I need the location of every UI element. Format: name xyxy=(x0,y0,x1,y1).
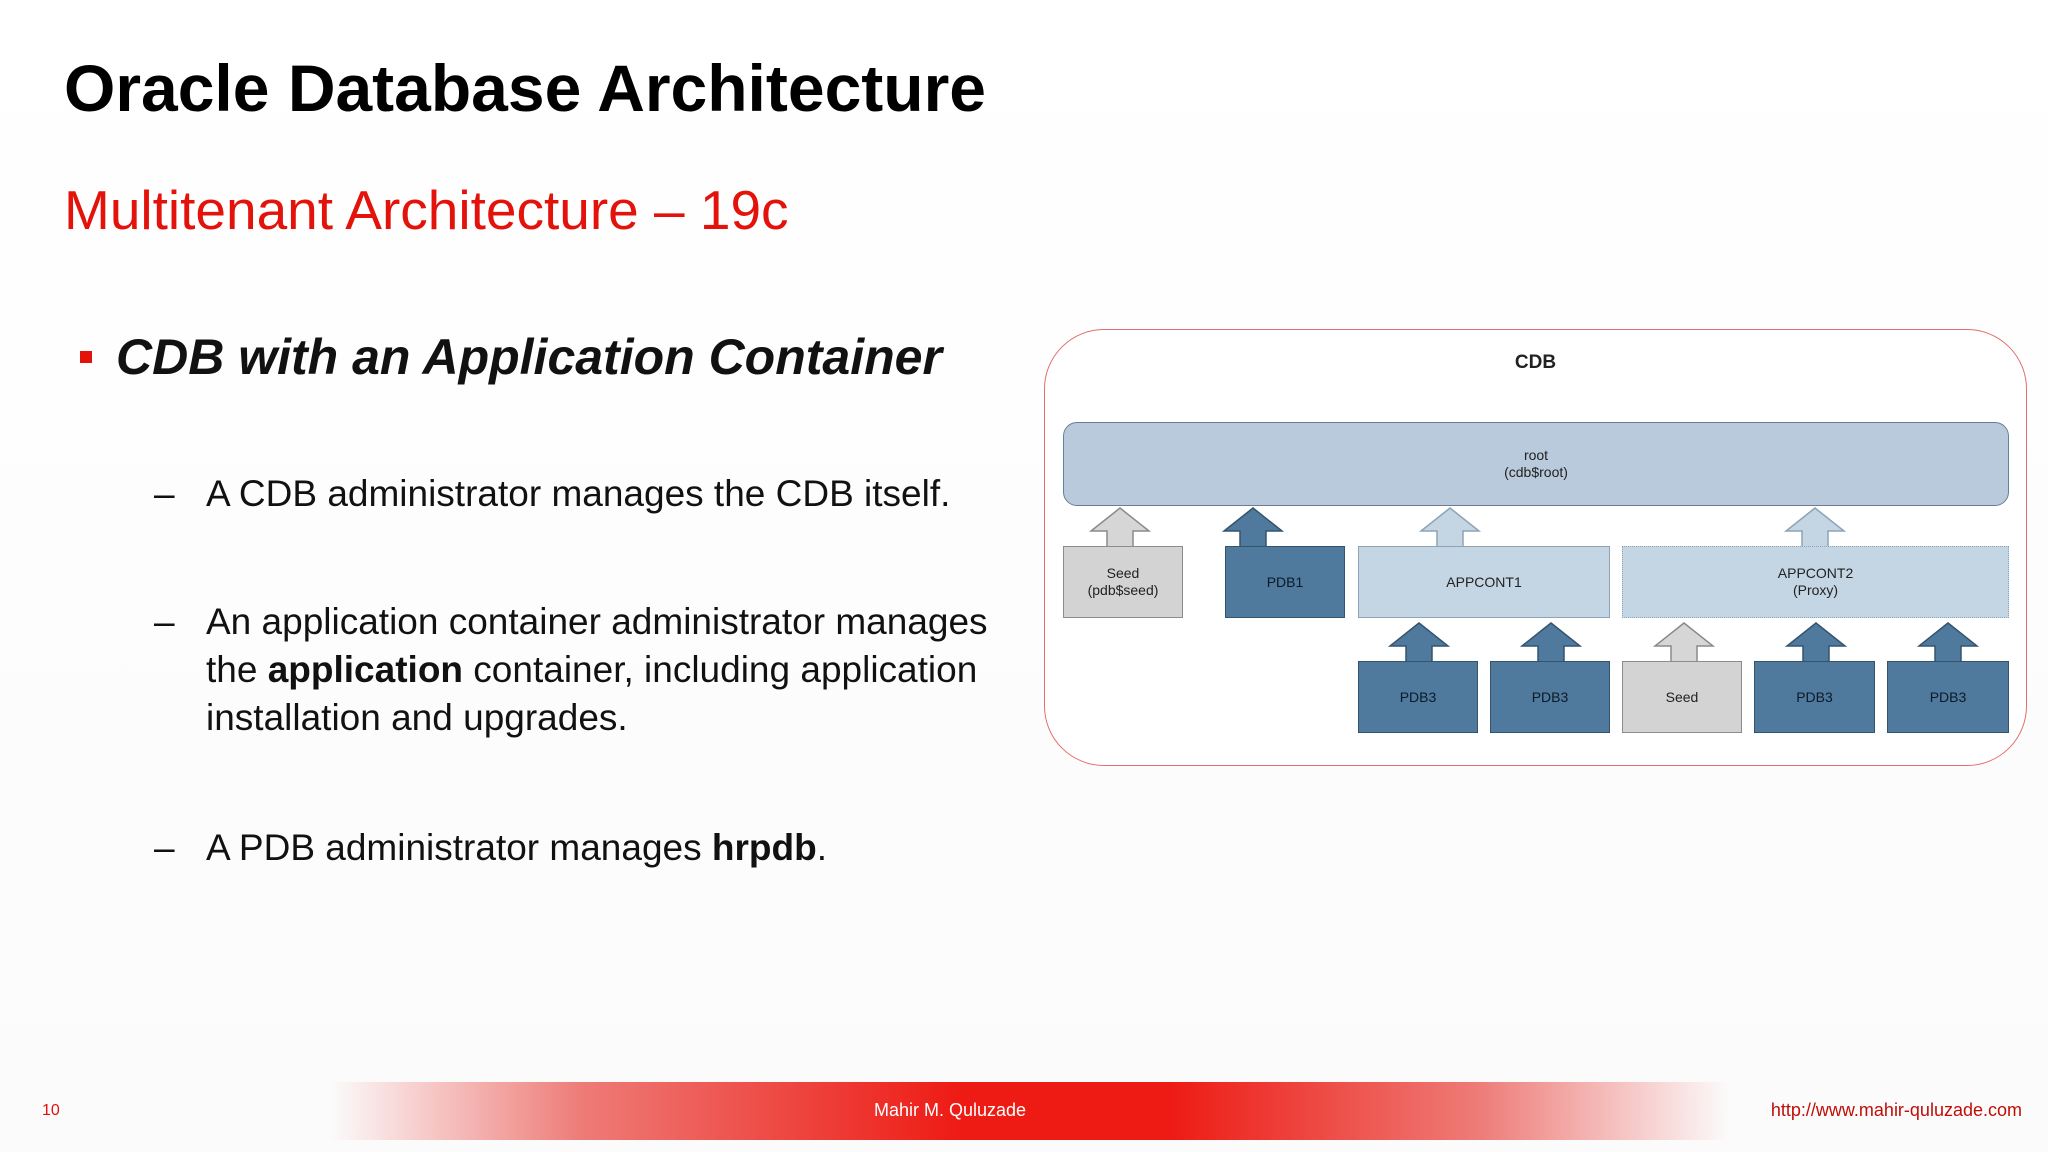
page-number: 10 xyxy=(42,1102,60,1119)
sub-bullet-text: A CDB administrator manages the CDB itse… xyxy=(206,473,951,514)
slide-title: Oracle Database Architecture xyxy=(64,51,986,125)
bullet-square-icon xyxy=(80,351,92,363)
pdb3-box: PDB3 xyxy=(1887,661,2009,733)
arrow-up-icon xyxy=(1419,507,1481,549)
arrow-up-icon xyxy=(1917,622,1979,664)
dash-icon: – xyxy=(154,473,175,514)
arrow-up-icon xyxy=(1089,507,1151,549)
app-seed-box: Seed xyxy=(1622,661,1742,733)
main-bullet: CDB with an Application Container xyxy=(80,328,942,386)
footer-url-link[interactable]: http://www.mahir-quluzade.com xyxy=(1770,1100,2022,1120)
sub-bullet-text: An application container administrator m… xyxy=(206,601,988,738)
arrow-up-icon xyxy=(1388,622,1450,664)
dash-icon: – xyxy=(154,601,175,642)
dash-icon: – xyxy=(154,827,175,868)
arrow-up-icon xyxy=(1785,622,1847,664)
pdb3-box: PDB3 xyxy=(1490,661,1610,733)
slide-subtitle: Multitenant Architecture – 19c xyxy=(64,179,789,241)
pdb3-box: PDB3 xyxy=(1358,661,1478,733)
arrow-up-icon xyxy=(1222,507,1284,549)
sub-bullet-text: A PDB administrator manages hrpdb. xyxy=(206,827,827,868)
pdb1-box: PDB1 xyxy=(1225,546,1345,618)
seed-box: Seed (pdb$seed) xyxy=(1063,546,1183,618)
appcont2-box: APPCONT2 (Proxy) xyxy=(1622,546,2009,618)
cdb-label: CDB xyxy=(1514,352,1557,373)
arrow-up-icon xyxy=(1784,507,1846,549)
footer-bar xyxy=(330,1082,1730,1140)
appcont1-box: APPCONT1 xyxy=(1358,546,1610,618)
cdb-diagram: CDB root (cdb$root) Seed (pdb$seed) PDB1… xyxy=(1044,329,2027,766)
root-container-box: root (cdb$root) xyxy=(1063,422,2009,506)
arrow-up-icon xyxy=(1520,622,1582,664)
main-bullet-text: CDB with an Application Container xyxy=(116,329,942,385)
footer-author: Mahir M. Quluzade xyxy=(873,1100,1027,1120)
arrow-up-icon xyxy=(1653,622,1715,664)
pdb3-box: PDB3 xyxy=(1754,661,1875,733)
